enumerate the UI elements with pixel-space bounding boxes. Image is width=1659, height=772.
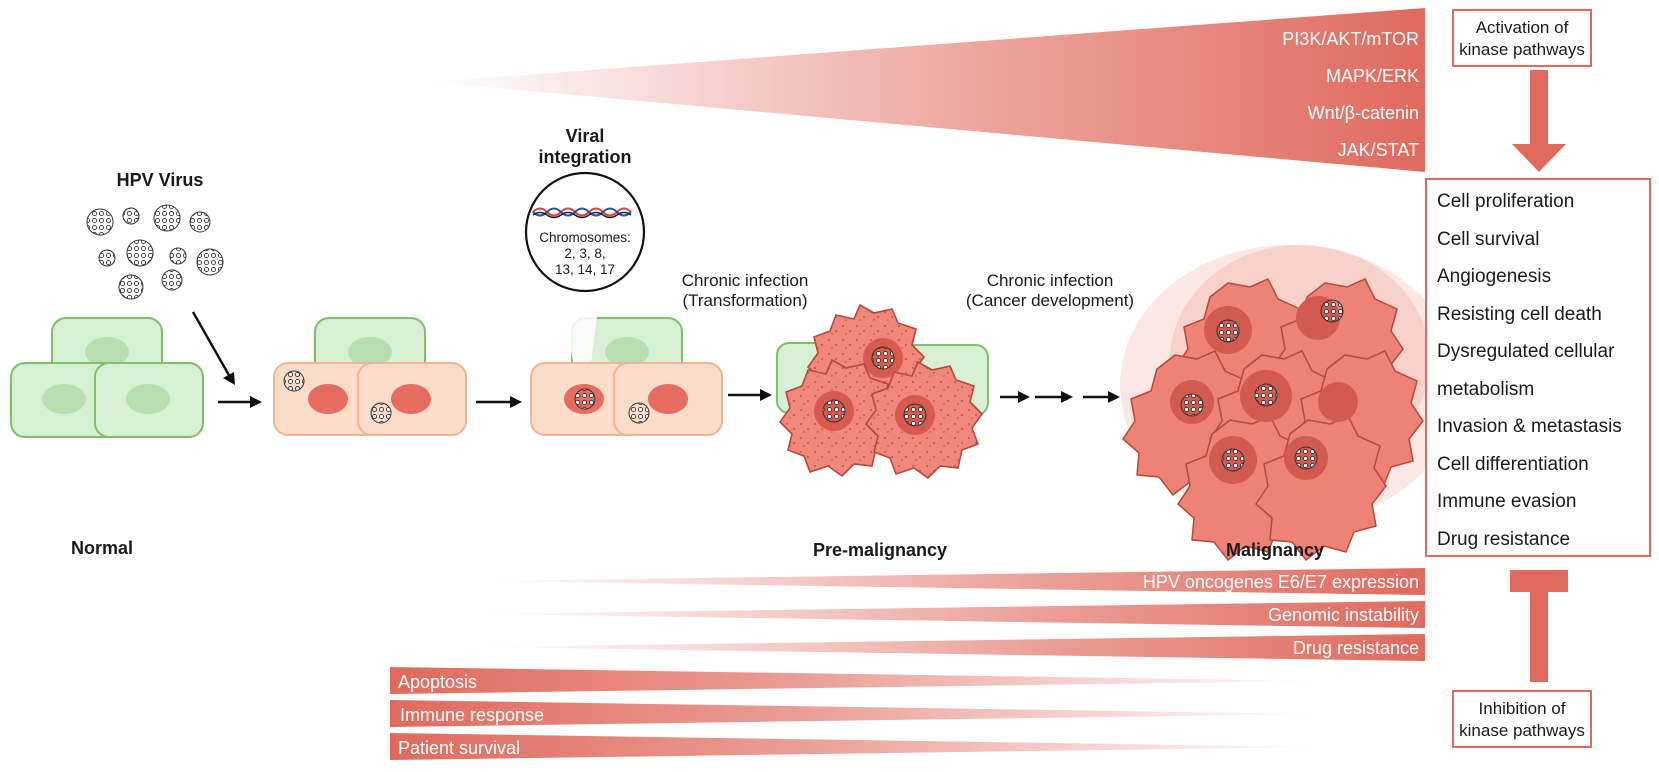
decreasing-wedge-2 bbox=[390, 700, 1320, 727]
hallmark-item: Dysregulated cellular bbox=[1437, 341, 1615, 362]
decreasing-label: Patient survival bbox=[398, 738, 521, 758]
activation-arrow bbox=[1512, 70, 1566, 172]
increasing-wedge-2 bbox=[480, 601, 1425, 628]
hallmark-item: Cell survival bbox=[1437, 228, 1540, 250]
increasing-label: HPV oncogenes E6/E7 expression bbox=[1142, 572, 1419, 592]
malignancy-cluster bbox=[1120, 245, 1460, 562]
activation-wedge bbox=[430, 8, 1425, 172]
increasing-wedge-1 bbox=[480, 568, 1425, 595]
flow-arrows bbox=[191, 311, 1120, 408]
hallmarks-box: Cell proliferation Cell survival Angioge… bbox=[1425, 178, 1651, 557]
premalignancy-label: Pre-malignancy bbox=[812, 540, 948, 560]
chronic-infection-transformation-label: Chronic infection (Transformation) bbox=[681, 271, 809, 310]
hallmark-item: Resisting cell death bbox=[1437, 303, 1602, 325]
pathway-label: PI3K/AKT/mTOR bbox=[1282, 29, 1419, 49]
integration-cells bbox=[530, 292, 723, 436]
hpv-virus-particles bbox=[86, 204, 224, 300]
decreasing-wedge-3 bbox=[390, 733, 1320, 760]
increasing-label: Drug resistance bbox=[1292, 638, 1419, 658]
decreasing-wedge-1 bbox=[390, 667, 1320, 694]
chromosomes-label: Chromosomes: 2, 3, 8, 13, 14, 17 bbox=[539, 230, 631, 277]
normal-cells bbox=[10, 317, 204, 438]
inhibition-box: Inhibition of kinase pathways bbox=[1452, 690, 1592, 748]
chromosome-magnifier bbox=[524, 171, 646, 293]
increasing-label: Genomic instability bbox=[1267, 605, 1419, 625]
increasing-wedge-3 bbox=[480, 634, 1425, 661]
pathway-label: Wnt/β-catenin bbox=[1307, 103, 1419, 123]
activation-box: Activation of kinase pathways bbox=[1452, 9, 1592, 67]
decreasing-label: Immune response bbox=[400, 705, 545, 725]
hallmark-item: Cell differentiation bbox=[1437, 453, 1589, 475]
viral-integration-label: Viral integration bbox=[538, 126, 632, 167]
chronic-infection-cancer-label: Chronic infection (Cancer development) bbox=[965, 271, 1135, 310]
infected-cells bbox=[273, 317, 467, 436]
inhibition-tbar bbox=[1510, 570, 1568, 682]
pathway-label: JAK/STAT bbox=[1337, 140, 1419, 160]
malignancy-label: Malignancy bbox=[1225, 540, 1325, 560]
hallmark-item: Immune evasion bbox=[1437, 491, 1577, 512]
hallmark-item: Drug resistance bbox=[1437, 528, 1571, 550]
pathway-label: MAPK/ERK bbox=[1325, 66, 1419, 86]
normal-label: Normal bbox=[71, 538, 134, 558]
decreasing-label: Apoptosis bbox=[398, 672, 478, 692]
hallmark-item: Cell proliferation bbox=[1437, 191, 1575, 212]
premalignancy-cluster bbox=[776, 303, 989, 480]
hallmark-item: metabolism bbox=[1437, 378, 1535, 400]
hpv-virus-label: HPV Virus bbox=[116, 170, 204, 190]
hallmark-item: Invasion & metastasis bbox=[1437, 416, 1622, 437]
hallmark-item: Angiogenesis bbox=[1437, 266, 1552, 287]
